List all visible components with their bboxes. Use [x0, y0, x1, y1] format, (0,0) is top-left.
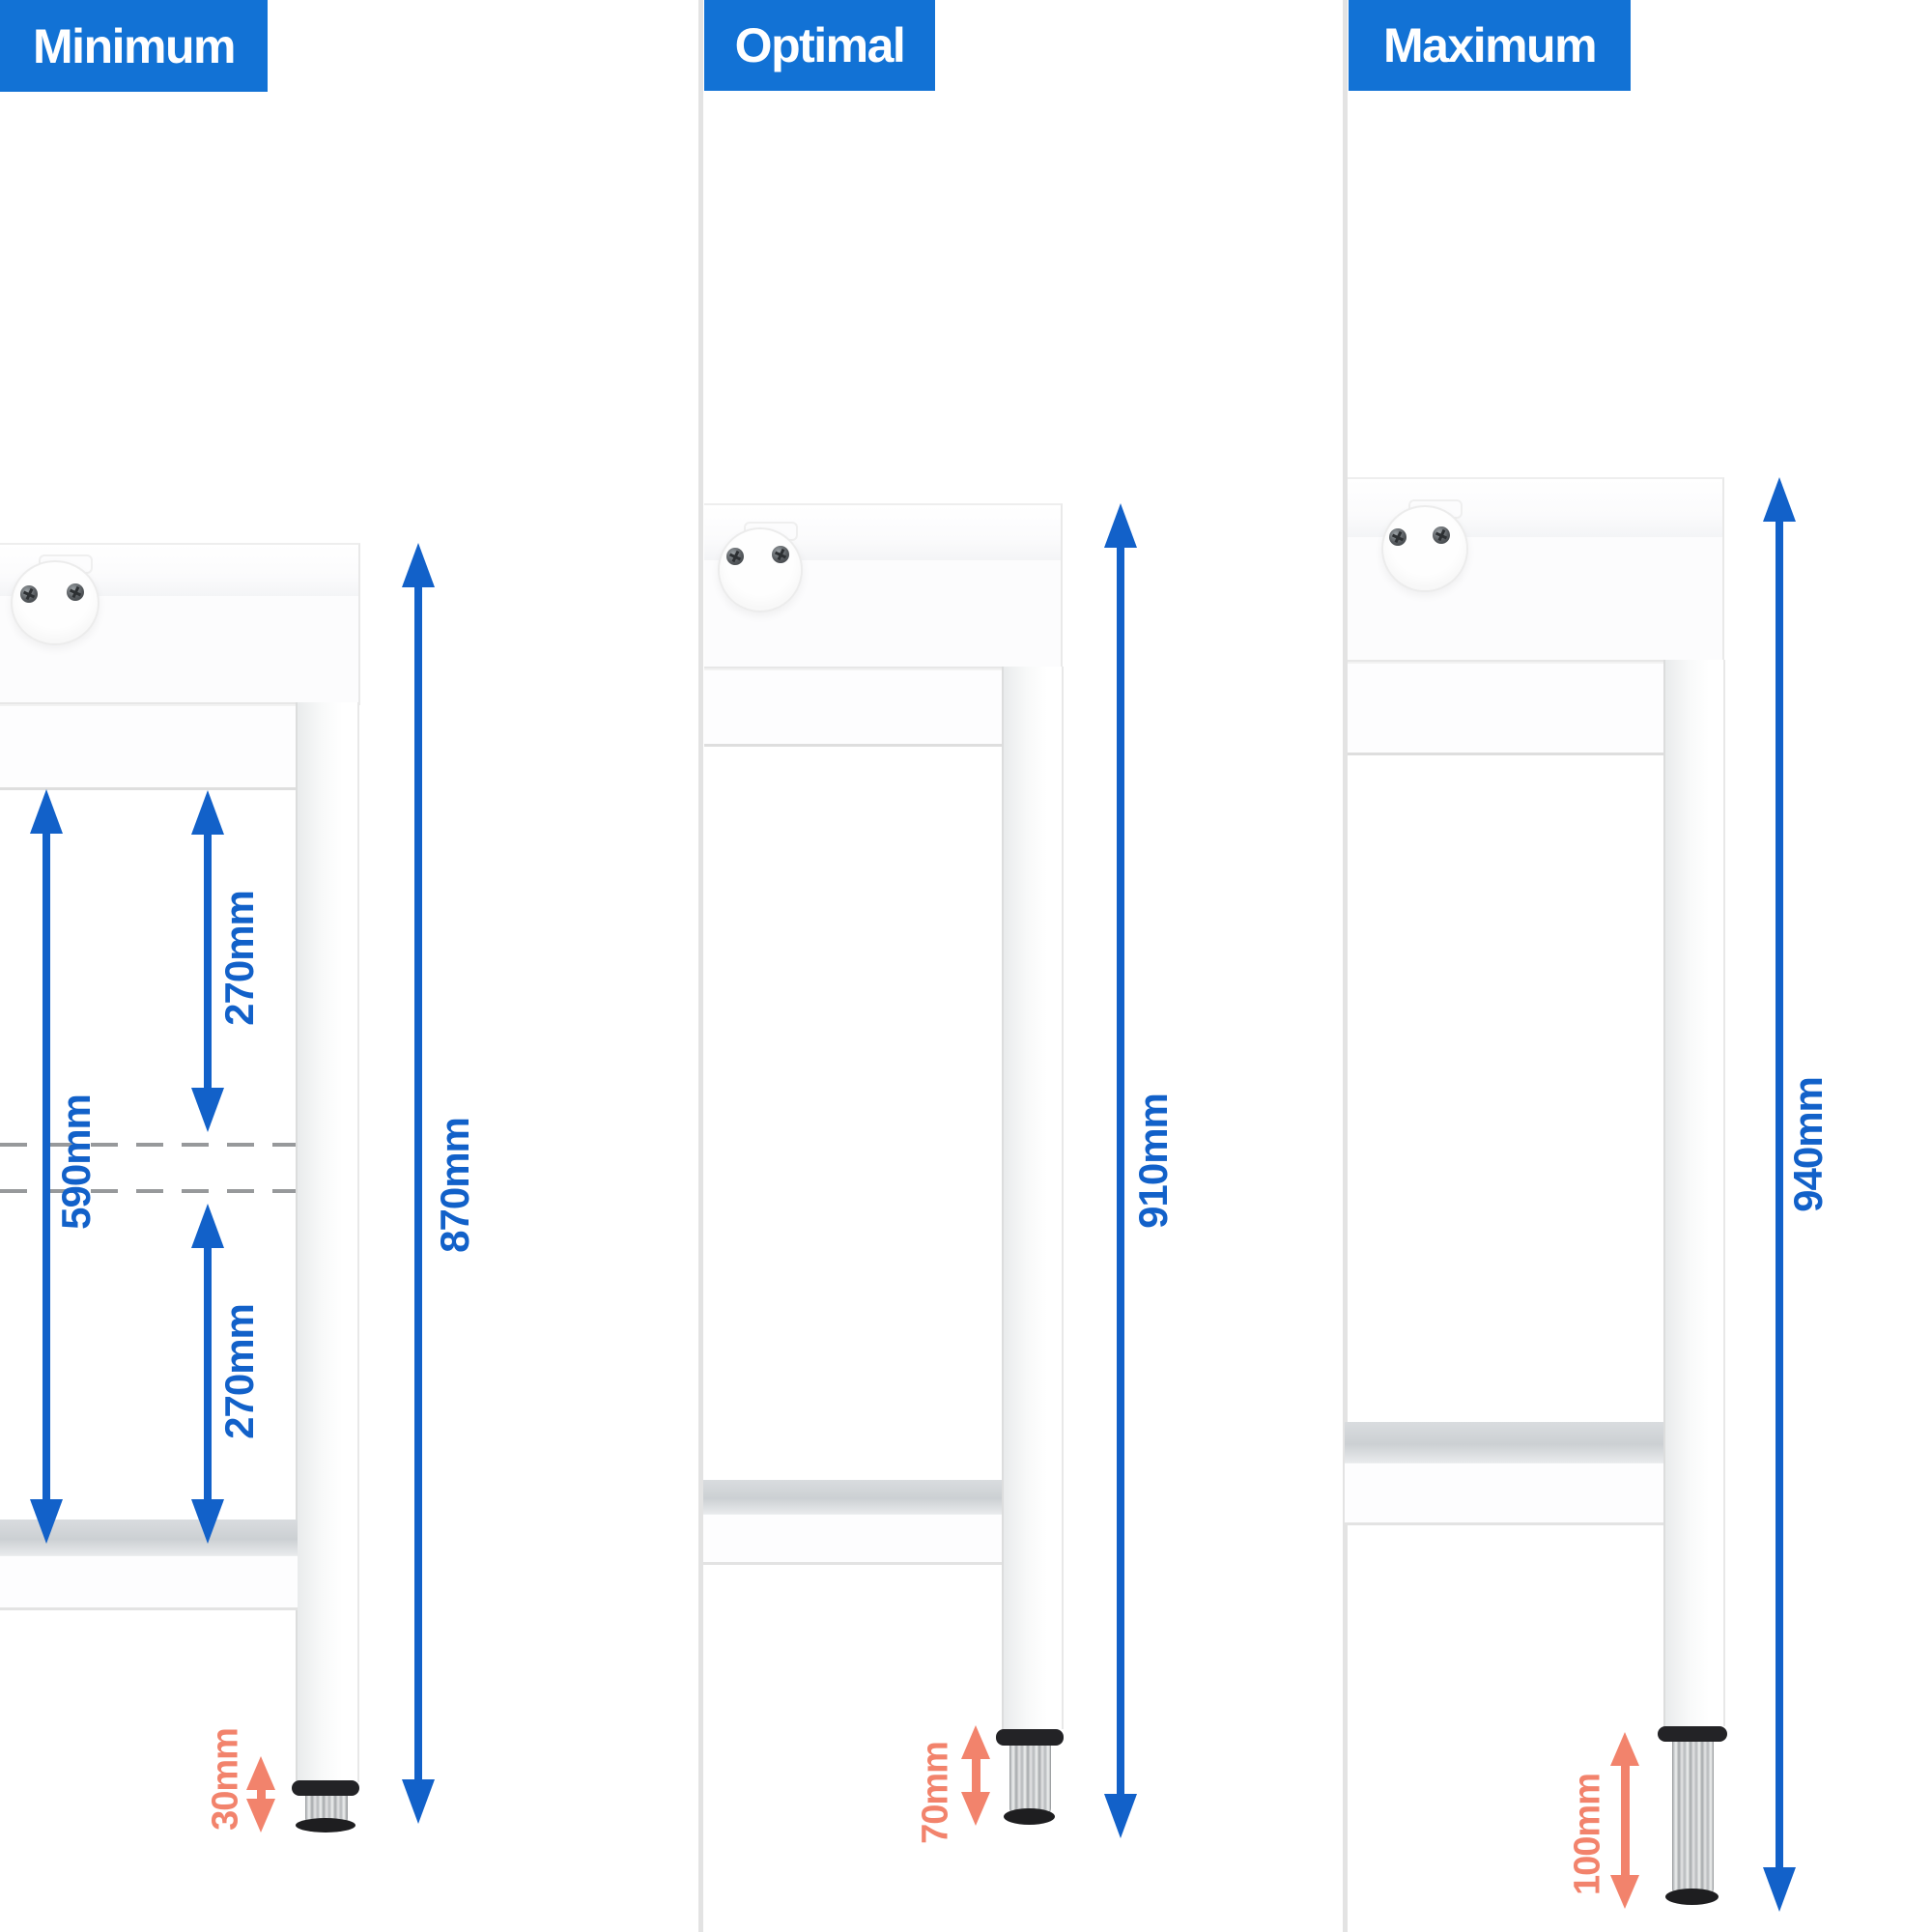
dimension-arrow-270mm-top	[191, 790, 224, 1132]
screw-icon	[20, 585, 38, 603]
mounting-bracket	[1381, 505, 1468, 592]
foot-collar	[1658, 1726, 1727, 1742]
panel-title-optimal: Optimal	[704, 0, 935, 91]
adjustment-label: 70mm	[915, 1742, 956, 1844]
dimension-label-shelf-offset-bottom: 270mm	[216, 1304, 262, 1439]
bottom-shelf-surface	[1345, 1422, 1663, 1463]
upper-cross-rail	[1348, 662, 1665, 755]
shelf-position-dashed-line	[0, 1143, 296, 1147]
adjustment-arrow-100mm	[1610, 1732, 1639, 1909]
adjustment-arrow-70mm	[961, 1725, 990, 1826]
upper-cross-rail	[704, 668, 1004, 747]
dimension-arrow-910mm	[1104, 503, 1137, 1838]
table-leg	[1002, 667, 1064, 1729]
screw-icon	[1389, 528, 1406, 546]
panel-title-minimum: Minimum	[0, 0, 268, 92]
screw-icon	[67, 583, 84, 601]
bottom-shelf-front	[703, 1514, 1002, 1565]
table-leg	[1663, 660, 1725, 1726]
table-leg	[296, 702, 359, 1782]
bottom-shelf-front	[0, 1555, 298, 1610]
dimension-arrow-870mm	[402, 543, 435, 1824]
dimension-label-total-height: 940mm	[1785, 1077, 1831, 1212]
adjustable-foot	[1009, 1744, 1051, 1815]
foot-base	[1004, 1808, 1055, 1825]
bottom-shelf-front	[1345, 1463, 1663, 1525]
mounting-bracket	[11, 560, 99, 645]
dimension-label-total-height: 870mm	[432, 1118, 477, 1253]
adjustment-label: 100mm	[1567, 1774, 1608, 1895]
dimension-label-shelf-offset-top: 270mm	[216, 891, 262, 1026]
dimension-arrow-270mm-bottom	[191, 1204, 224, 1544]
foot-collar	[292, 1780, 359, 1796]
dimension-label-total-height: 910mm	[1130, 1094, 1176, 1229]
panel-title-maximum: Maximum	[1349, 0, 1631, 91]
adjustable-foot	[1672, 1740, 1714, 1895]
dimension-arrow-590mm	[30, 789, 63, 1544]
adjustment-label: 30mm	[205, 1728, 246, 1831]
shelf-position-dashed-line	[0, 1189, 296, 1193]
bottom-shelf-surface	[703, 1480, 1002, 1514]
screw-icon	[726, 548, 744, 565]
dimension-label-shelf-clearance: 590mm	[53, 1094, 99, 1230]
foot-collar	[996, 1729, 1064, 1746]
panel-divider-right	[1343, 0, 1348, 1932]
foot-base	[1665, 1889, 1719, 1905]
screw-icon	[772, 546, 789, 563]
foot-base	[296, 1818, 355, 1833]
panel-divider-left	[698, 0, 703, 1932]
upper-cross-rail	[0, 704, 299, 790]
adjustment-arrow-30mm	[246, 1756, 275, 1833]
mounting-bracket	[718, 527, 803, 612]
screw-icon	[1433, 526, 1450, 544]
dimension-arrow-940mm	[1763, 477, 1796, 1912]
